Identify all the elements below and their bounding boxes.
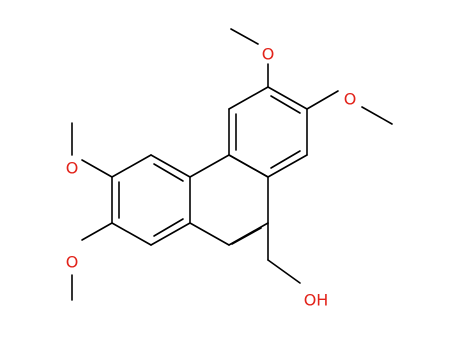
oxygen-atom-label: O — [344, 90, 357, 109]
bond-methyl — [361, 106, 393, 125]
bond — [111, 222, 152, 246]
methoxy-top: O — [230, 28, 275, 88]
ring-left — [111, 154, 191, 246]
bond — [81, 159, 113, 178]
methoxy-left-upper: O — [66, 122, 113, 178]
bond — [150, 154, 191, 178]
oxygen-atom-label: O — [66, 159, 79, 178]
bond — [228, 154, 269, 178]
bond-methyl — [230, 28, 259, 45]
double-bond-inner — [153, 218, 184, 237]
double-bond-inner — [231, 227, 262, 245]
bond — [228, 86, 269, 110]
bond — [111, 154, 152, 178]
bond — [150, 222, 191, 246]
bond — [267, 154, 308, 178]
bond — [189, 222, 230, 246]
methoxy-left-lower: O — [66, 222, 113, 301]
bond — [306, 90, 339, 110]
bond — [81, 222, 113, 241]
double-bond-inner — [270, 95, 301, 114]
ring-central — [189, 154, 269, 246]
oxygen-atom-label: O — [66, 253, 79, 272]
methoxy-right: O — [306, 90, 393, 125]
bond — [267, 86, 308, 110]
hydroxyl-atom-label: OH — [304, 291, 329, 310]
bond — [189, 154, 230, 178]
ring-upper-right — [228, 86, 308, 178]
oxygen-atom-label: O — [262, 45, 275, 64]
bond — [267, 259, 301, 284]
double-bond-inner — [153, 163, 184, 182]
double-bond-inner — [270, 150, 301, 169]
hydroxymethyl: OH — [267, 222, 329, 310]
